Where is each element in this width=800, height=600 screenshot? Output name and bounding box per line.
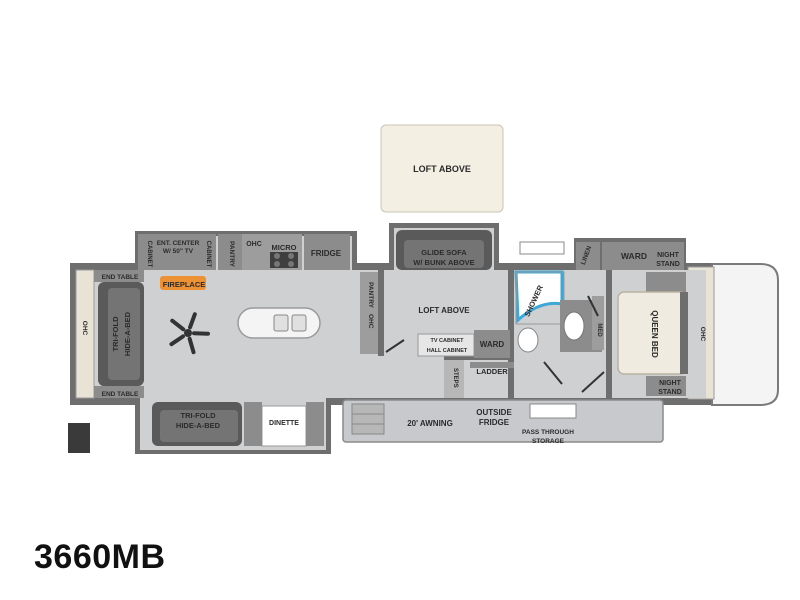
label-tv-cabinet: TV CABINET [431, 338, 465, 344]
label-outside-fridge-1: OUTSIDE [476, 408, 512, 417]
wall-loft-divider [378, 266, 384, 356]
front-cap [711, 263, 779, 406]
cooktop [270, 252, 298, 268]
pantry-cabinet [218, 234, 242, 270]
label-pantry-kitchen: PANTRY [228, 241, 235, 268]
label-cabinet-left: CABINET [146, 241, 152, 268]
dinette-bench-left [244, 402, 262, 446]
ward-top [602, 242, 684, 270]
ent-center-cabinet [138, 234, 216, 270]
fireplace [160, 276, 206, 290]
wall-bath-divider [508, 266, 514, 398]
pass-through-storage [529, 403, 577, 419]
label-ent-center-1: ENT. CENTER [157, 240, 200, 247]
label-ladder: LADDER [476, 367, 508, 376]
rear-wall-ohc [75, 269, 95, 399]
label-night-stand-bot-1: NIGHT [659, 380, 682, 387]
model-number: 3660MB [34, 538, 166, 576]
shower-pan [515, 271, 565, 325]
label-loft-above-mid: LOFT ABOVE [418, 306, 470, 315]
wall-bedroom [606, 266, 612, 398]
glide-sofa-cushion [404, 240, 484, 268]
loft-above-panel [380, 124, 504, 213]
label-cabinet-right: CABINET [205, 241, 211, 268]
dinette-table [261, 405, 307, 447]
vanity-sink [563, 311, 585, 341]
label-trifold-bottom-1: TRI-FOLD [181, 411, 217, 420]
fridge-unit [304, 234, 350, 270]
label-ohc-left: OHC [81, 321, 88, 336]
steps [444, 360, 464, 398]
label-pass-through-2: STORAGE [532, 438, 565, 445]
linen [576, 242, 600, 270]
label-trifold-left-1: TRI-FOLD [111, 316, 120, 352]
label-trifold-left-2: HIDE-A-BED [123, 311, 132, 356]
entry-step [68, 423, 90, 453]
label-glide-sofa-1: GLIDE SOFA [421, 248, 467, 257]
label-ward-top: WARD [621, 251, 647, 261]
sink-left [273, 314, 289, 332]
trifold-sofa-bottom-cushion [160, 410, 238, 442]
label-fireplace: FIREPLACE [163, 280, 206, 289]
label-glide-sofa-2: W/ BUNK ABOVE [413, 258, 474, 267]
label-fridge: FRIDGE [311, 249, 342, 258]
headboard [680, 292, 688, 374]
label-ward-mid: WARD [480, 340, 505, 349]
label-outside-fridge-2: FRIDGE [479, 418, 510, 427]
label-loft-above-top: LOFT ABOVE [413, 164, 471, 174]
label-pantry-ohc-1: PANTRY [367, 282, 374, 309]
label-end-table-top: END TABLE [102, 274, 139, 281]
label-pass-through-1: PASS THROUGH [522, 429, 574, 436]
label-micro: MICRO [272, 243, 297, 252]
label-pantry-ohc-2: OHC [367, 314, 374, 329]
end-table-top [94, 270, 144, 282]
label-night-stand-top-2: STAND [656, 261, 680, 268]
label-ent-center-2: W/ 50" TV [163, 248, 194, 255]
label-ohc-kitchen: OHC [246, 241, 262, 248]
slide-top-door [519, 241, 565, 255]
ceiling-fan-icon [169, 312, 210, 355]
night-stand-bottom [646, 376, 686, 396]
dinette-bench-right [306, 402, 324, 446]
label-end-table-bottom: END TABLE [102, 391, 139, 398]
label-trifold-bottom-2: HIDE-A-BED [176, 421, 221, 430]
toilet [517, 327, 539, 353]
label-awning: 20' AWNING [407, 419, 453, 428]
pantry-ohc-column [360, 272, 378, 354]
ward-mid [474, 330, 510, 358]
label-steps: STEPS [452, 368, 458, 388]
trifold-sofa-left-cushion [108, 288, 140, 380]
label-queen-bed: QUEEN BED [650, 310, 659, 358]
label-hall-cabinet: HALL CABINET [427, 348, 468, 354]
entry-stairs [351, 403, 385, 435]
label-ohc-right: OHC [699, 327, 706, 342]
awning-area [342, 399, 664, 443]
sink-right [291, 314, 307, 332]
label-dinette: DINETTE [269, 420, 299, 427]
end-table-bottom [94, 386, 144, 398]
label-night-stand-top-1: NIGHT [657, 252, 680, 259]
night-stand-top [646, 272, 686, 292]
ladder [470, 362, 514, 368]
label-med: MED [596, 323, 602, 337]
label-night-stand-bot-2: STAND [658, 389, 682, 396]
